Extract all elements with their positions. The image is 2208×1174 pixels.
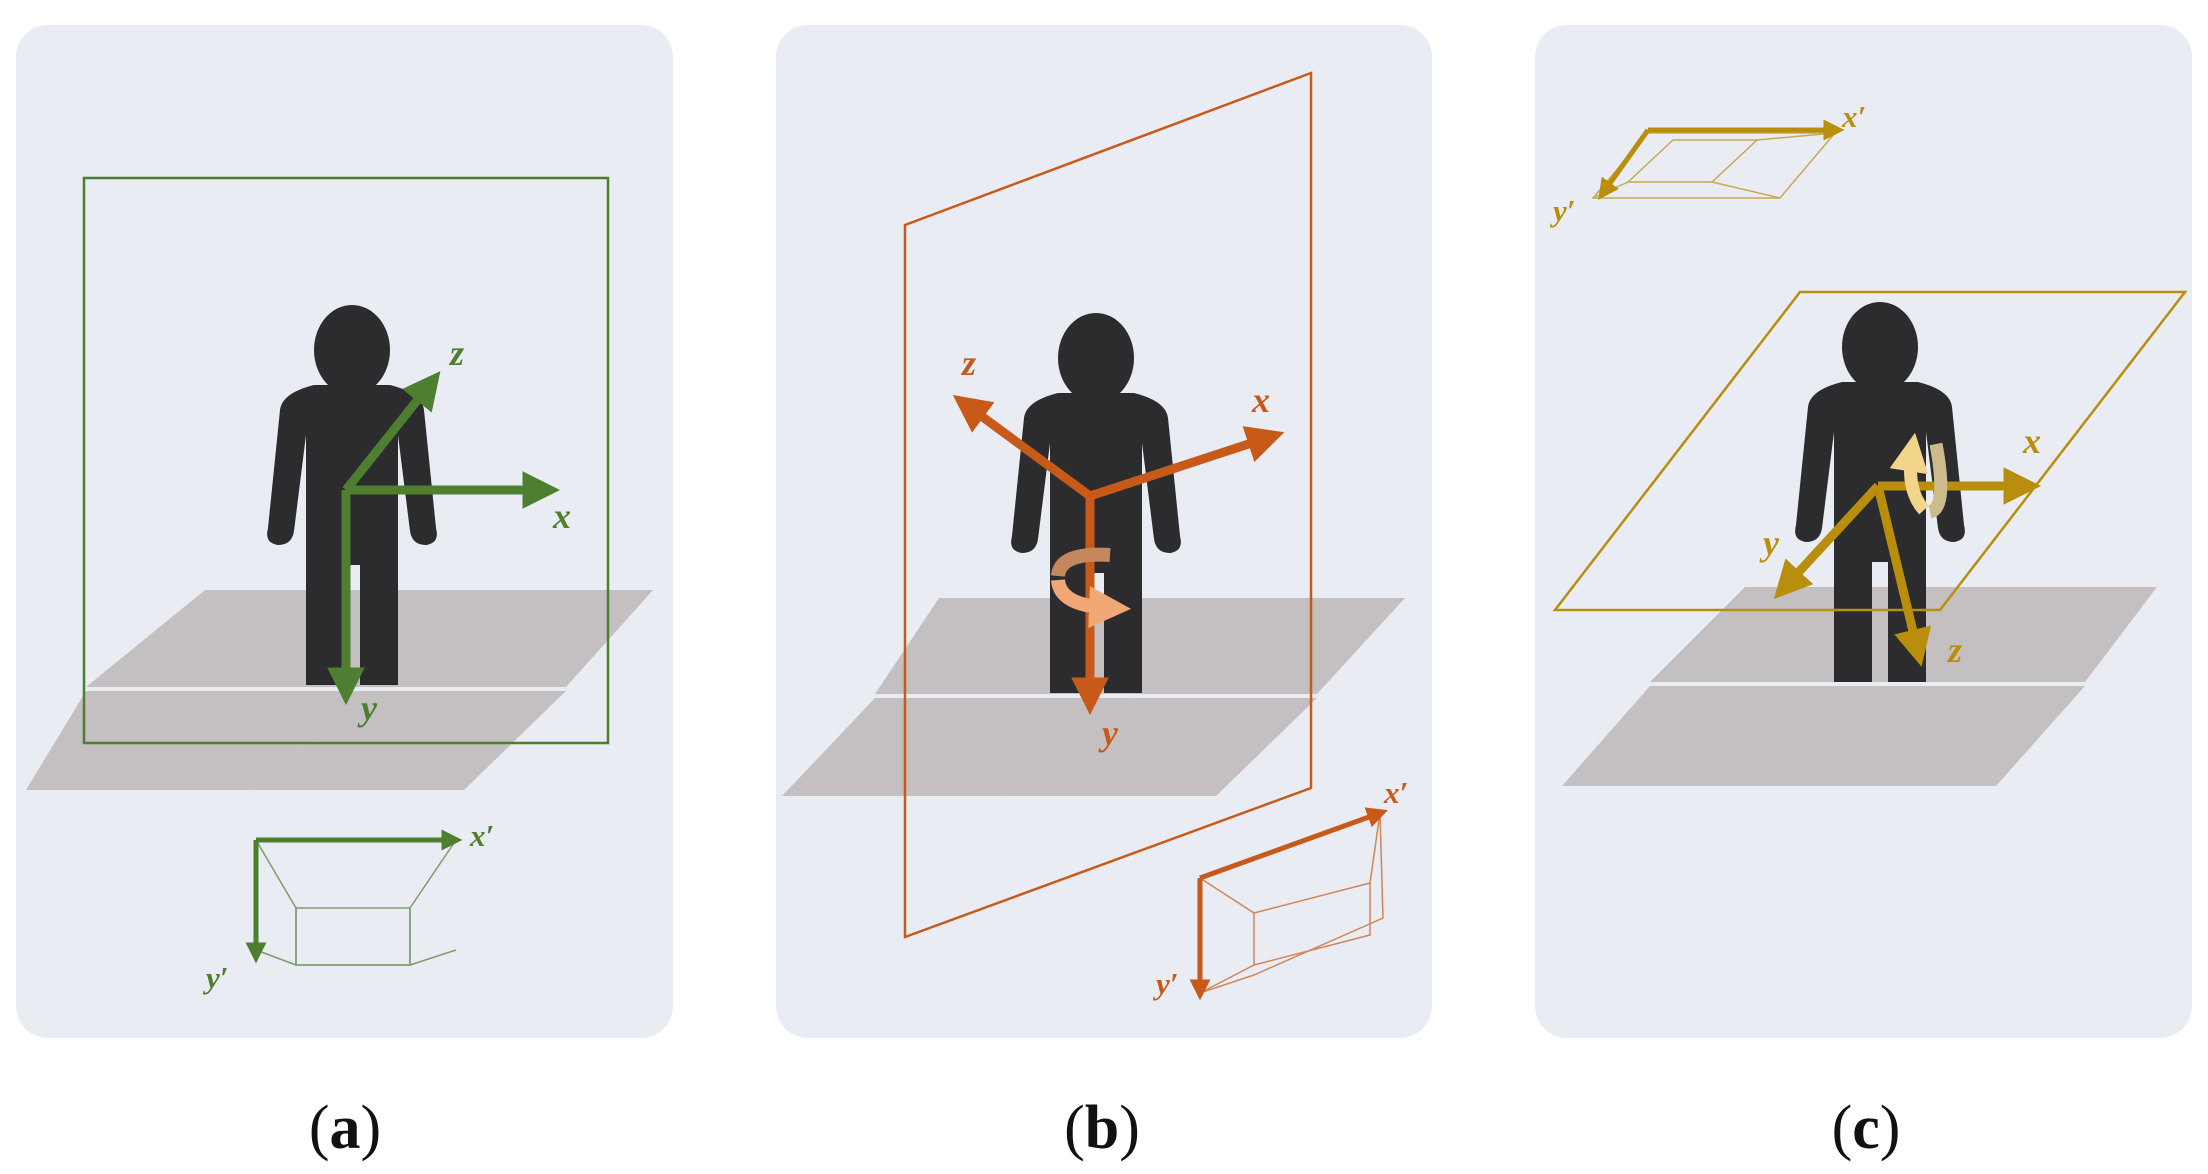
image-plane	[903, 71, 1313, 939]
image-plane	[1552, 290, 2188, 612]
z-axis-label: z	[448, 333, 464, 373]
x-axis-label: x	[552, 496, 571, 536]
y-axis-label: y	[357, 688, 378, 728]
panel-caption: (b)	[1064, 1094, 1140, 1162]
panel-a: x y z x′ y′ (a)	[16, 25, 673, 1162]
camera-y-axis-label: y′	[1152, 966, 1178, 1001]
x-axis-label: x	[1251, 380, 1270, 420]
camera-icon: x′ y′	[202, 818, 494, 995]
z-axis-arrow	[952, 395, 1093, 500]
rotation-arrow-icon	[1051, 547, 1131, 629]
camera-y-axis-label: y′	[1549, 193, 1575, 228]
camera-x-axis-label: x′	[1841, 99, 1866, 134]
camera-x-axis-arrow	[1199, 807, 1388, 881]
x-axis-arrow	[1088, 426, 1285, 501]
camera-icon: x′ y′	[1549, 99, 1866, 228]
y-axis-label: y	[1098, 713, 1119, 753]
image-plane	[82, 176, 610, 745]
z-axis-label: z	[1946, 630, 1962, 670]
panel-caption: (a)	[309, 1094, 381, 1162]
y-axis-arrow	[1773, 482, 1882, 600]
body-axes	[327, 371, 561, 706]
panel-b: x y z x′ y′ (b)	[776, 25, 1432, 1162]
camera-y-axis-arrow	[1598, 128, 1651, 200]
z-axis-arrow	[1873, 484, 1932, 667]
rotation-arrow-icon	[1889, 432, 1948, 519]
body-axes	[1773, 467, 2042, 667]
camera-y-axis-label: y′	[202, 960, 228, 995]
camera-icon: x′ y′	[1152, 775, 1408, 1001]
panel-c: x y z x′ y′ (c)	[1535, 25, 2192, 1162]
x-axis-label: x	[2022, 421, 2041, 461]
z-axis-arrow	[342, 371, 441, 493]
z-axis-label: z	[960, 343, 976, 383]
camera-x-axis-label: x′	[469, 818, 494, 853]
panel-caption: (c)	[1832, 1094, 1901, 1162]
camera-x-axis-label: x′	[1383, 775, 1408, 810]
y-axis-label: y	[1759, 523, 1780, 563]
